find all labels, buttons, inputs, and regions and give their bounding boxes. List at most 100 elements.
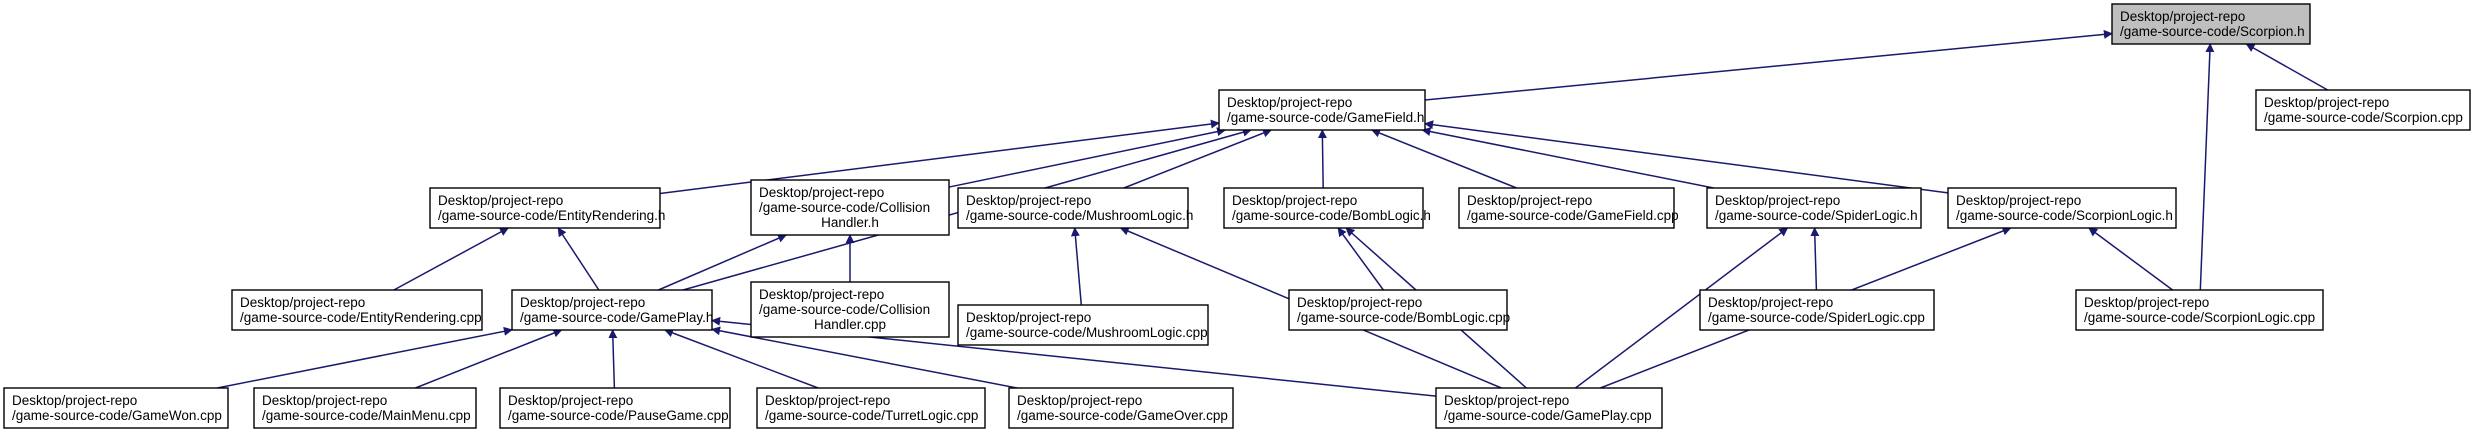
file-node-label-line: /game-source-code/EntityRendering.h [438,208,665,223]
file-node-label-line: /game-source-code/MushroomLogic.cpp [966,325,1208,340]
file-node-gameover-cpp[interactable]: Desktop/project-repo/game-source-code/Ga… [1008,387,1234,429]
file-node-label-line: Desktop/project-repo [2120,9,2245,24]
dependency-arrow-mainmenu-cpp-to-gameplay-h [415,328,563,389]
file-node-label-line: Desktop/project-repo [1227,95,1352,110]
file-node-box [1435,387,1663,429]
file-node-label-line: /game-source-code/Scorpion.cpp [2264,110,2463,125]
file-node-label-line: Desktop/project-repo [438,193,563,208]
dependency-arrow-scorpionlogic-cpp-to-scorpion-h [2199,43,2215,291]
file-node-label-line: Desktop/project-repo [262,393,387,408]
file-node-label-line: /game-source-code/TurretLogic.cpp [765,408,978,423]
file-node-label-line: Desktop/project-repo [1297,295,1422,310]
file-node-box [756,387,986,429]
file-node-label-line: Handler.cpp [814,317,886,332]
file-node-entityrendering-cpp[interactable]: Desktop/project-repo/game-source-code/En… [231,289,483,331]
file-node-label-line: Desktop/project-repo [240,295,365,310]
file-node-box [3,387,229,429]
file-node-label-line: Desktop/project-repo [765,393,890,408]
file-node-gameplay-cpp[interactable]: Desktop/project-repo/game-source-code/Ga… [1435,387,1663,429]
dependency-arrow-pausegame-cpp-to-gameplay-h [608,329,618,389]
file-node-box [2255,89,2471,131]
file-node-label-line: /game-source-code/Collision [759,302,930,317]
file-node-scorpion-cpp[interactable]: Desktop/project-repo/game-source-code/Sc… [2255,89,2471,131]
file-node-label-line: /game-source-code/SpiderLogic.h [1715,208,1918,223]
file-node-label-line: /game-source-code/GameField.cpp [1467,208,1679,223]
file-node-scorpionlogic-cpp[interactable]: Desktop/project-repo/game-source-code/Sc… [2075,289,2324,331]
dependency-arrow-gameplay-h-to-collisionhandler-h [658,234,787,291]
dependency-arrow-gameover-cpp-to-gameplay-h [711,326,1018,389]
file-node-label-line: /game-source-code/GameField.h [1227,110,1424,125]
file-node-gameplay-h[interactable]: Desktop/project-repo/game-source-code/Ga… [511,289,713,331]
file-node-box [499,387,731,429]
dependency-arrow-collisionhandler-h-to-gamefield-h [948,127,1227,188]
file-node-label-line: /game-source-code/GameOver.cpp [1017,408,1228,423]
file-node-label-line: /game-source-code/ScorpionLogic.h [1956,208,2173,223]
file-node-spiderlogic-cpp[interactable]: Desktop/project-repo/game-source-code/Sp… [1699,289,1935,331]
file-node-label-line: /game-source-code/GamePlay.h [520,310,713,325]
file-node-label-line: /game-source-code/EntityRendering.cpp [240,310,482,325]
file-node-label-line: /game-source-code/Collision [759,200,930,215]
file-node-scorpionlogic-h[interactable]: Desktop/project-repo/game-source-code/Sc… [1947,187,2177,229]
file-node-spiderlogic-h[interactable]: Desktop/project-repo/game-source-code/Sp… [1706,187,1922,229]
file-node-box [1223,187,1424,229]
file-node-label-line: /game-source-code/BombLogic.cpp [1297,310,1510,325]
dependency-arrow-scorpionlogic-h-to-gamefield-h [1424,120,1949,194]
file-node-label-line: Desktop/project-repo [1956,193,2081,208]
file-node-label-line: Desktop/project-repo [2084,295,2209,310]
file-node-box [1947,187,2177,229]
file-node-box [253,387,477,429]
file-node-bomblogic-cpp[interactable]: Desktop/project-repo/game-source-code/Bo… [1288,289,1510,331]
dependency-arrow-scorpion-cpp-to-scorpion-h [2245,43,2329,91]
file-node-scorpion-h[interactable]: Desktop/project-repo/game-source-code/Sc… [2111,3,2311,45]
dependency-arrow-mushroomlogic-h-to-gamefield-h [1123,128,1273,189]
dependency-arrow-turretlogic-cpp-to-gameplay-h [664,328,819,389]
file-node-pausegame-cpp[interactable]: Desktop/project-repo/game-source-code/Pa… [499,387,731,429]
dependency-arrow-mushroomlogic-cpp-to-mushroomlogic-h [1070,227,1083,306]
file-node-mainmenu-cpp[interactable]: Desktop/project-repo/game-source-code/Ma… [253,387,477,429]
file-node-mushroomlogic-cpp[interactable]: Desktop/project-repo/game-source-code/Mu… [957,304,1209,346]
file-node-label-line: /game-source-code/Scorpion.h [2120,24,2305,39]
dependency-arrow-spiderlogic-cpp-to-spiderlogic-h [1810,227,1820,291]
file-node-label-line: Desktop/project-repo [966,193,1091,208]
file-node-label-line: /game-source-code/BombLogic.h [1232,208,1431,223]
file-node-label-line: Desktop/project-repo [520,295,645,310]
file-node-gamefield-cpp[interactable]: Desktop/project-repo/game-source-code/Ga… [1458,187,1679,229]
file-node-gamewon-cpp[interactable]: Desktop/project-repo/game-source-code/Ga… [3,387,229,429]
file-node-label-line: /game-source-code/SpiderLogic.cpp [1708,310,1925,325]
file-node-collisionhandler-h[interactable]: Desktop/project-repo/game-source-code/Co… [750,179,950,236]
dependency-arrow-spiderlogic-h-to-gamefield-h [1421,127,1714,189]
file-node-box [2111,3,2311,45]
file-node-box [1706,187,1922,229]
file-nodes: Desktop/project-repo/game-source-code/Sc… [3,3,2471,429]
file-node-label-line: Handler.h [821,215,879,230]
file-node-label-line: Desktop/project-repo [1467,193,1592,208]
file-node-box [511,289,713,331]
file-node-label-line: Desktop/project-repo [1715,193,1840,208]
file-node-label-line: Desktop/project-repo [759,185,884,200]
dependency-arrow-gameplay-cpp-to-spiderlogic-h [1575,227,1789,389]
file-node-label-line: /game-source-code/MushroomLogic.h [966,208,1193,223]
file-node-label-line: Desktop/project-repo [1232,193,1357,208]
dependency-arrow-entityrendering-cpp-to-entityrendering-h [393,227,509,291]
file-node-bomblogic-h[interactable]: Desktop/project-repo/game-source-code/Bo… [1223,187,1431,229]
file-node-collisionhandler-cpp[interactable]: Desktop/project-repo/game-source-code/Co… [750,281,950,338]
file-node-mushroomlogic-h[interactable]: Desktop/project-repo/game-source-code/Mu… [957,187,1193,229]
file-node-label-line: Desktop/project-repo [1444,393,1569,408]
file-node-label-line: Desktop/project-repo [1708,295,1833,310]
dependency-arrow-gameplay-h-to-entityrendering-h [557,227,600,291]
file-node-label-line: /game-source-code/GameWon.cpp [12,408,222,423]
file-node-box [231,289,483,331]
file-node-gamefield-h[interactable]: Desktop/project-repo/game-source-code/Ga… [1218,89,1426,131]
file-node-label-line: /game-source-code/PauseGame.cpp [508,408,729,423]
file-node-label-line: Desktop/project-repo [1017,393,1142,408]
file-node-turretlogic-cpp[interactable]: Desktop/project-repo/game-source-code/Tu… [756,387,986,429]
file-node-box [957,304,1209,346]
file-node-entityrendering-h[interactable]: Desktop/project-repo/game-source-code/En… [429,187,665,229]
file-node-label-line: Desktop/project-repo [759,287,884,302]
file-node-label-line: /game-source-code/ScorpionLogic.cpp [2084,310,2315,325]
dependency-arrow-gamefield-h-to-scorpion-h [1424,29,2113,101]
dependency-arrow-gamewon-cpp-to-gameplay-h [217,326,513,389]
file-node-box [750,179,950,236]
file-node-label-line: Desktop/project-repo [508,393,633,408]
